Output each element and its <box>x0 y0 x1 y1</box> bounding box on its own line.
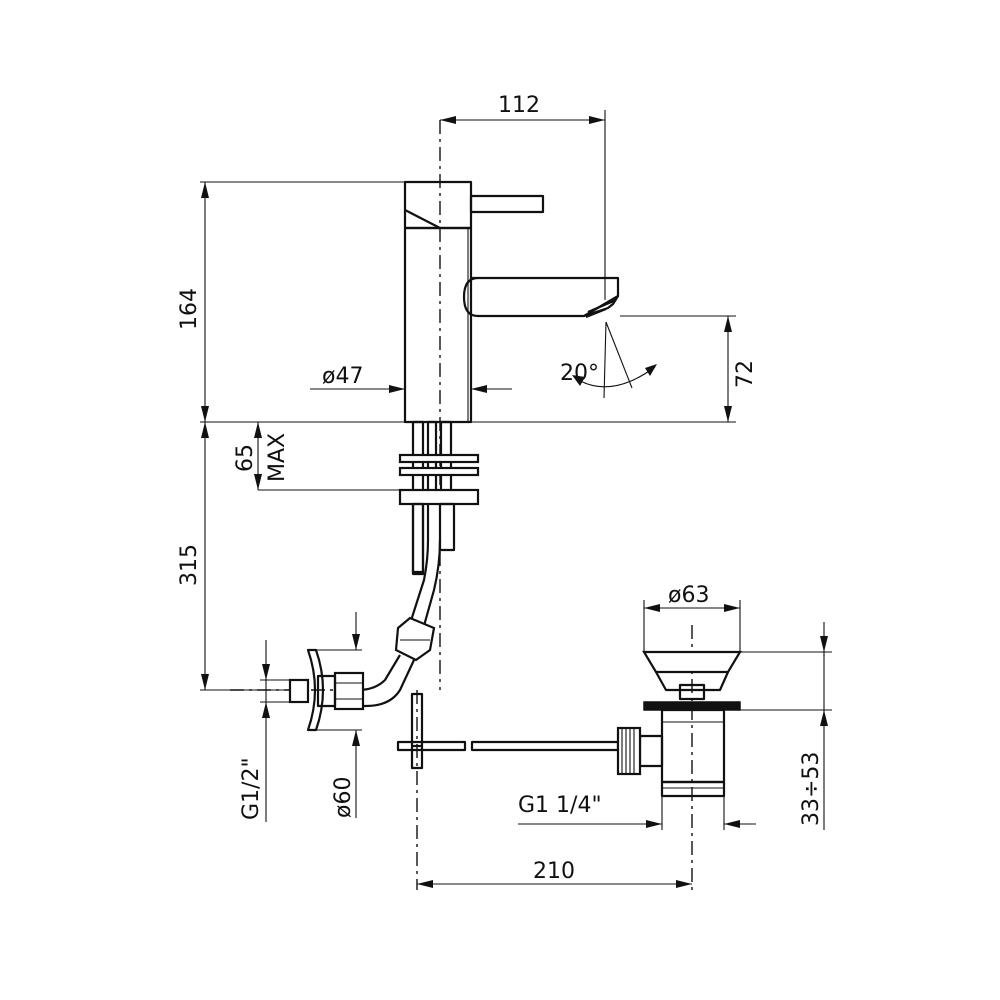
dim-63-label: ø63 <box>668 583 709 608</box>
dim-g114-label: G1 1/4" <box>518 793 602 818</box>
spray-angle: 20° <box>560 321 657 399</box>
dim-spout-height: 72 <box>620 315 758 422</box>
waste-fitting <box>616 650 742 798</box>
dim-height: 164 <box>177 181 405 422</box>
dim-waste-thread: G1 1/4" <box>518 793 756 830</box>
angle-label: 20° <box>560 361 599 386</box>
dim-body-diameter: ø47 <box>310 364 512 393</box>
dim-47-label: ø47 <box>322 364 363 389</box>
pop-up-rod <box>396 692 620 770</box>
dim-60-label: ø60 <box>331 777 356 818</box>
dim-hose-length: 315 <box>177 422 290 691</box>
dim-g12-label: G1/2" <box>239 757 264 820</box>
dim-pop-up-distance: 210 <box>417 859 692 888</box>
dim-3353-label: 33÷53 <box>799 752 824 826</box>
dim-112-label: 112 <box>498 93 540 118</box>
dim-waste-diameter: ø63 <box>643 583 741 652</box>
dim-164-label: 164 <box>177 288 202 330</box>
dim-connection-thread: G1/2" <box>239 640 290 822</box>
dim-72-label: 72 <box>733 360 758 388</box>
under-deck-parts <box>288 420 480 732</box>
dim-spout-reach: 112 <box>440 93 606 300</box>
dim-max-label: MAX <box>265 433 290 482</box>
dim-315-label: 315 <box>177 544 202 586</box>
dim-rosette-diameter: ø60 <box>316 612 362 818</box>
dim-65-label: 65 <box>233 444 258 472</box>
dim-deck-thickness: 65 MAX <box>233 422 400 491</box>
dim-waste-height: 33÷53 <box>740 622 832 830</box>
mixer-body <box>403 180 620 424</box>
dim-210-label: 210 <box>533 859 575 884</box>
